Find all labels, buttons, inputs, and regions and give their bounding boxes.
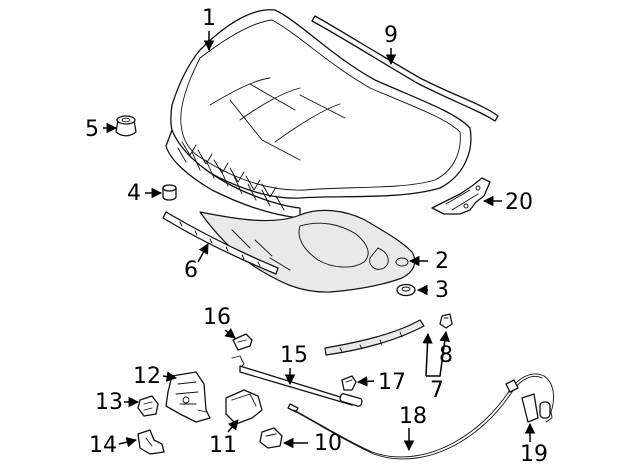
- callout-4: 4: [127, 181, 141, 206]
- latch-bracket: [137, 395, 159, 417]
- callout-12: 12: [133, 364, 161, 389]
- callout-2: 2: [435, 249, 449, 274]
- leader-17: [356, 376, 375, 387]
- front-seal-strip: [162, 211, 279, 275]
- callout-7: 7: [430, 378, 444, 403]
- hood-insulator-panel: [199, 209, 416, 293]
- cable-release-knob: [521, 393, 553, 423]
- hood-latch-assembly: [165, 371, 211, 423]
- leader-7a: [422, 332, 433, 377]
- leader-12: [162, 371, 178, 382]
- callout-6: 6: [184, 258, 198, 283]
- callout-3: 3: [435, 278, 449, 303]
- hood-panel: [170, 9, 472, 199]
- hood-bumper-stop: [162, 184, 177, 201]
- leader-11: [227, 419, 239, 433]
- front-weatherstrip: [324, 319, 425, 356]
- hood-hinge: [431, 177, 491, 215]
- insulator-clip: [396, 283, 416, 297]
- callout-10: 10: [314, 431, 342, 456]
- callout-20: 20: [505, 190, 533, 215]
- callout-5: 5: [85, 117, 99, 142]
- callout-17: 17: [378, 370, 406, 395]
- hood-release-cable: [287, 373, 554, 460]
- hood-support-rod: [231, 355, 363, 407]
- leader-14: [118, 437, 138, 448]
- callout-18: 18: [399, 404, 427, 429]
- callout-19: 19: [520, 442, 548, 467]
- callout-11: 11: [209, 433, 237, 458]
- hood-seal-strip: [311, 15, 499, 122]
- leader-7b: [426, 330, 450, 377]
- release-cable-bracket: [232, 333, 253, 351]
- leader-6: [197, 243, 209, 263]
- safety-catch: [259, 427, 283, 449]
- support-rod-clip: [341, 375, 357, 391]
- callout-14: 14: [89, 433, 117, 458]
- callout-8: 8: [439, 343, 453, 368]
- callout-13: 13: [95, 390, 123, 415]
- weatherstrip-clip: [439, 313, 453, 329]
- hood-release-handle: [225, 389, 263, 425]
- callout-16: 16: [203, 305, 231, 330]
- callout-15: 15: [280, 343, 308, 368]
- callout-9: 9: [384, 23, 398, 48]
- hood-grommet: [115, 115, 137, 137]
- leader-16: [224, 327, 236, 339]
- callout-1: 1: [202, 6, 216, 31]
- hood-striker: [137, 429, 165, 455]
